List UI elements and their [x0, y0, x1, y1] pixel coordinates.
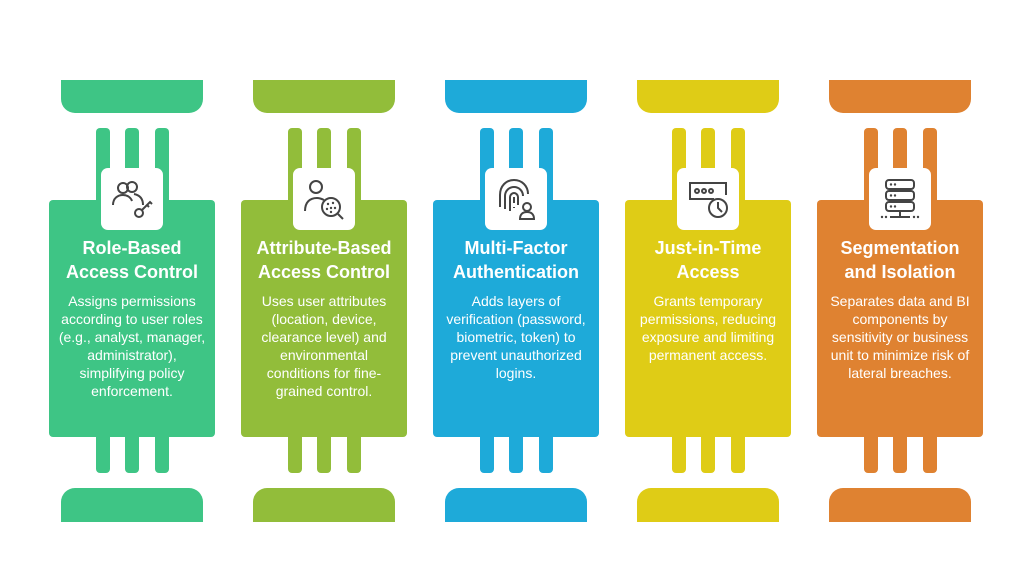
connector-bar [864, 430, 878, 473]
card-description: Grants temporary permissions, reducing e… [639, 293, 777, 363]
connector-bar [509, 430, 523, 473]
bottom-cap [829, 488, 971, 522]
top-cap [253, 80, 395, 113]
connector-bar [923, 430, 937, 473]
column-2: Attribute-Based Access Control Uses user… [241, 0, 407, 571]
card-description: Separates data and BI components by sens… [830, 293, 970, 381]
bottom-cap [253, 488, 395, 522]
bottom-cap [637, 488, 779, 522]
card: Just-in-Time Access Grants temporary per… [625, 200, 791, 437]
top-cap [445, 80, 587, 113]
connector-bar [731, 430, 745, 473]
column-1: Role-Based Access Control Assigns permis… [49, 0, 215, 571]
card: Attribute-Based Access Control Uses user… [241, 200, 407, 437]
card-description: Adds layers of verification (password, b… [446, 293, 586, 381]
column-3: Multi-Factor Authentication Adds layers … [433, 0, 599, 571]
connector-bar [288, 430, 302, 473]
password-clock-icon [677, 168, 739, 230]
connector-bar [155, 430, 169, 473]
users-key-icon [101, 168, 163, 230]
connector-bar [347, 430, 361, 473]
column-5: Segmentation and Isolation Separates dat… [817, 0, 983, 571]
column-4: Just-in-Time Access Grants temporary per… [625, 0, 791, 571]
card-title: Segmentation and Isolation [840, 238, 960, 282]
card: Multi-Factor Authentication Adds layers … [433, 200, 599, 437]
card: Segmentation and Isolation Separates dat… [817, 200, 983, 437]
connector-bar [480, 430, 494, 473]
top-cap [829, 80, 971, 113]
fingerprint-user-icon [485, 168, 547, 230]
connector-bar [317, 430, 331, 473]
connector-bar [893, 430, 907, 473]
server-network-icon [869, 168, 931, 230]
connector-bar [96, 430, 110, 473]
bottom-cap [445, 488, 587, 522]
connector-bar [125, 430, 139, 473]
user-search-icon [293, 168, 355, 230]
connector-bar [701, 430, 715, 473]
card: Role-Based Access Control Assigns permis… [49, 200, 215, 437]
card-title: Just-in-Time Access [654, 238, 762, 282]
top-cap [637, 80, 779, 113]
card-title: Attribute-Based Access Control [256, 238, 392, 282]
card-title: Role-Based Access Control [65, 238, 199, 282]
top-cap [61, 80, 203, 113]
connector-bar [672, 430, 686, 473]
connector-bar [539, 430, 553, 473]
card-description: Assigns permissions according to user ro… [58, 293, 206, 399]
card-title: Multi-Factor Authentication [453, 238, 579, 282]
card-description: Uses user attributes (location, device, … [261, 293, 387, 399]
bottom-cap [61, 488, 203, 522]
